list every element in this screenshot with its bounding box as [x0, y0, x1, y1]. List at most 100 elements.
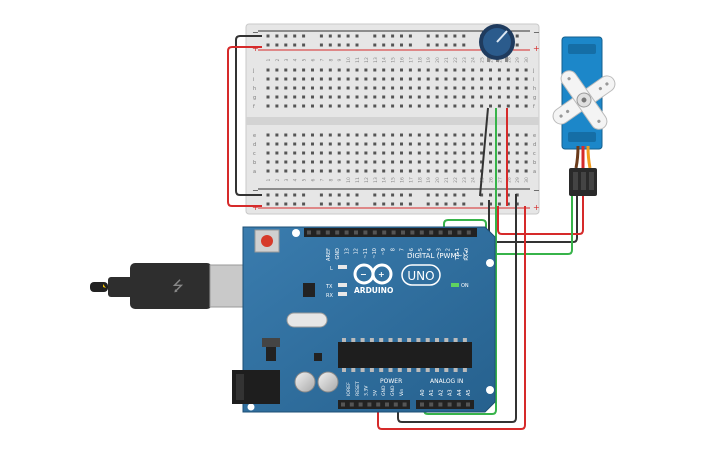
breadboard-hole[interactable]: [382, 95, 386, 99]
rail-hole[interactable]: [293, 43, 297, 47]
breadboard-hole[interactable]: [497, 86, 501, 90]
breadboard-hole[interactable]: [489, 68, 492, 72]
breadboard-hole[interactable]: [346, 142, 350, 146]
rail-hole[interactable]: [400, 34, 403, 38]
breadboard-hole[interactable]: [328, 68, 332, 72]
wire-red-rail-jumper[interactable]: [227, 46, 262, 207]
breadboard-hole[interactable]: [293, 133, 297, 137]
breadboard-hole[interactable]: [444, 142, 448, 146]
header-pin[interactable]: [448, 230, 452, 235]
rail-hole[interactable]: [391, 202, 395, 206]
breadboard-hole[interactable]: [311, 104, 314, 108]
breadboard-hole[interactable]: [417, 160, 421, 164]
header-pin[interactable]: [344, 230, 349, 235]
rail-hole[interactable]: [391, 43, 395, 47]
breadboard-hole[interactable]: [408, 160, 412, 164]
breadboard-hole[interactable]: [400, 104, 403, 108]
rail-hole[interactable]: [462, 202, 466, 206]
breadboard-hole[interactable]: [355, 95, 359, 99]
breadboard-hole[interactable]: [275, 151, 279, 155]
breadboard-hole[interactable]: [417, 151, 421, 155]
breadboard-hole[interactable]: [462, 86, 466, 90]
breadboard-hole[interactable]: [453, 104, 457, 108]
breadboard-hole[interactable]: [480, 133, 484, 137]
breadboard-hole[interactable]: [391, 86, 395, 90]
rail-hole[interactable]: [400, 43, 403, 47]
rail-hole[interactable]: [462, 34, 466, 38]
breadboard-hole[interactable]: [293, 169, 297, 173]
header-pin[interactable]: [376, 402, 381, 407]
header-pin[interactable]: [420, 402, 424, 407]
breadboard-hole[interactable]: [408, 142, 412, 146]
rail-hole[interactable]: [435, 193, 439, 197]
breadboard-hole[interactable]: [408, 68, 412, 72]
rail-hole[interactable]: [328, 43, 332, 47]
breadboard-hole[interactable]: [382, 68, 386, 72]
breadboard-hole[interactable]: [373, 104, 377, 108]
breadboard-hole[interactable]: [364, 68, 368, 72]
breadboard-hole[interactable]: [319, 133, 323, 137]
breadboard-hole[interactable]: [364, 86, 368, 90]
rail-hole[interactable]: [319, 193, 323, 197]
breadboard-hole[interactable]: [364, 104, 368, 108]
potentiometer[interactable]: [479, 24, 515, 62]
rail-hole[interactable]: [408, 43, 412, 47]
breadboard-hole[interactable]: [284, 133, 288, 137]
rail-hole[interactable]: [515, 202, 519, 206]
breadboard-hole[interactable]: [426, 169, 430, 173]
breadboard-hole[interactable]: [417, 169, 421, 173]
breadboard-hole[interactable]: [471, 68, 475, 72]
rail-hole[interactable]: [275, 193, 279, 197]
breadboard-hole[interactable]: [497, 133, 501, 137]
rail-hole[interactable]: [328, 34, 332, 38]
rail-hole[interactable]: [408, 193, 412, 197]
rail-hole[interactable]: [453, 34, 457, 38]
breadboard-hole[interactable]: [364, 77, 368, 81]
breadboard-hole[interactable]: [471, 160, 475, 164]
breadboard-hole[interactable]: [471, 77, 475, 81]
rail-hole[interactable]: [284, 43, 288, 47]
breadboard-hole[interactable]: [480, 151, 484, 155]
breadboard-hole[interactable]: [328, 95, 332, 99]
breadboard-hole[interactable]: [506, 160, 510, 164]
wire-black-rail-jumper[interactable]: [235, 35, 262, 196]
breadboard-hole[interactable]: [391, 95, 395, 99]
rail-hole[interactable]: [506, 193, 510, 197]
rail-hole[interactable]: [435, 43, 439, 47]
breadboard-hole[interactable]: [426, 104, 430, 108]
rail-hole[interactable]: [497, 202, 501, 206]
breadboard-hole[interactable]: [266, 151, 270, 155]
header-pin[interactable]: [367, 402, 372, 407]
breadboard-hole[interactable]: [489, 104, 492, 108]
header-pin[interactable]: [385, 402, 389, 407]
breadboard-hole[interactable]: [328, 169, 332, 173]
rail-hole[interactable]: [319, 34, 323, 38]
breadboard-hole[interactable]: [480, 95, 484, 99]
breadboard-hole[interactable]: [489, 95, 492, 99]
rail-hole[interactable]: [346, 43, 350, 47]
usb-cable[interactable]: ⭍: [90, 263, 259, 309]
header-pin[interactable]: [438, 230, 443, 235]
header-pin[interactable]: [372, 230, 377, 235]
breadboard-hole[interactable]: [275, 142, 279, 146]
breadboard-hole[interactable]: [373, 151, 377, 155]
breadboard-hole[interactable]: [364, 169, 368, 173]
rail-hole[interactable]: [515, 34, 519, 38]
rail-hole[interactable]: [453, 43, 457, 47]
breadboard-hole[interactable]: [480, 68, 484, 72]
breadboard-hole[interactable]: [355, 68, 359, 72]
breadboard-hole[interactable]: [391, 160, 395, 164]
breadboard-hole[interactable]: [382, 86, 386, 90]
breadboard-hole[interactable]: [311, 95, 314, 99]
breadboard-hole[interactable]: [417, 68, 421, 72]
breadboard-hole[interactable]: [328, 151, 332, 155]
rail-hole[interactable]: [266, 43, 270, 47]
breadboard-hole[interactable]: [346, 169, 350, 173]
breadboard-hole[interactable]: [515, 104, 519, 108]
rail-hole[interactable]: [453, 202, 457, 206]
breadboard-hole[interactable]: [506, 68, 510, 72]
breadboard-hole[interactable]: [364, 151, 368, 155]
breadboard-hole[interactable]: [435, 142, 439, 146]
rail-hole[interactable]: [444, 202, 448, 206]
